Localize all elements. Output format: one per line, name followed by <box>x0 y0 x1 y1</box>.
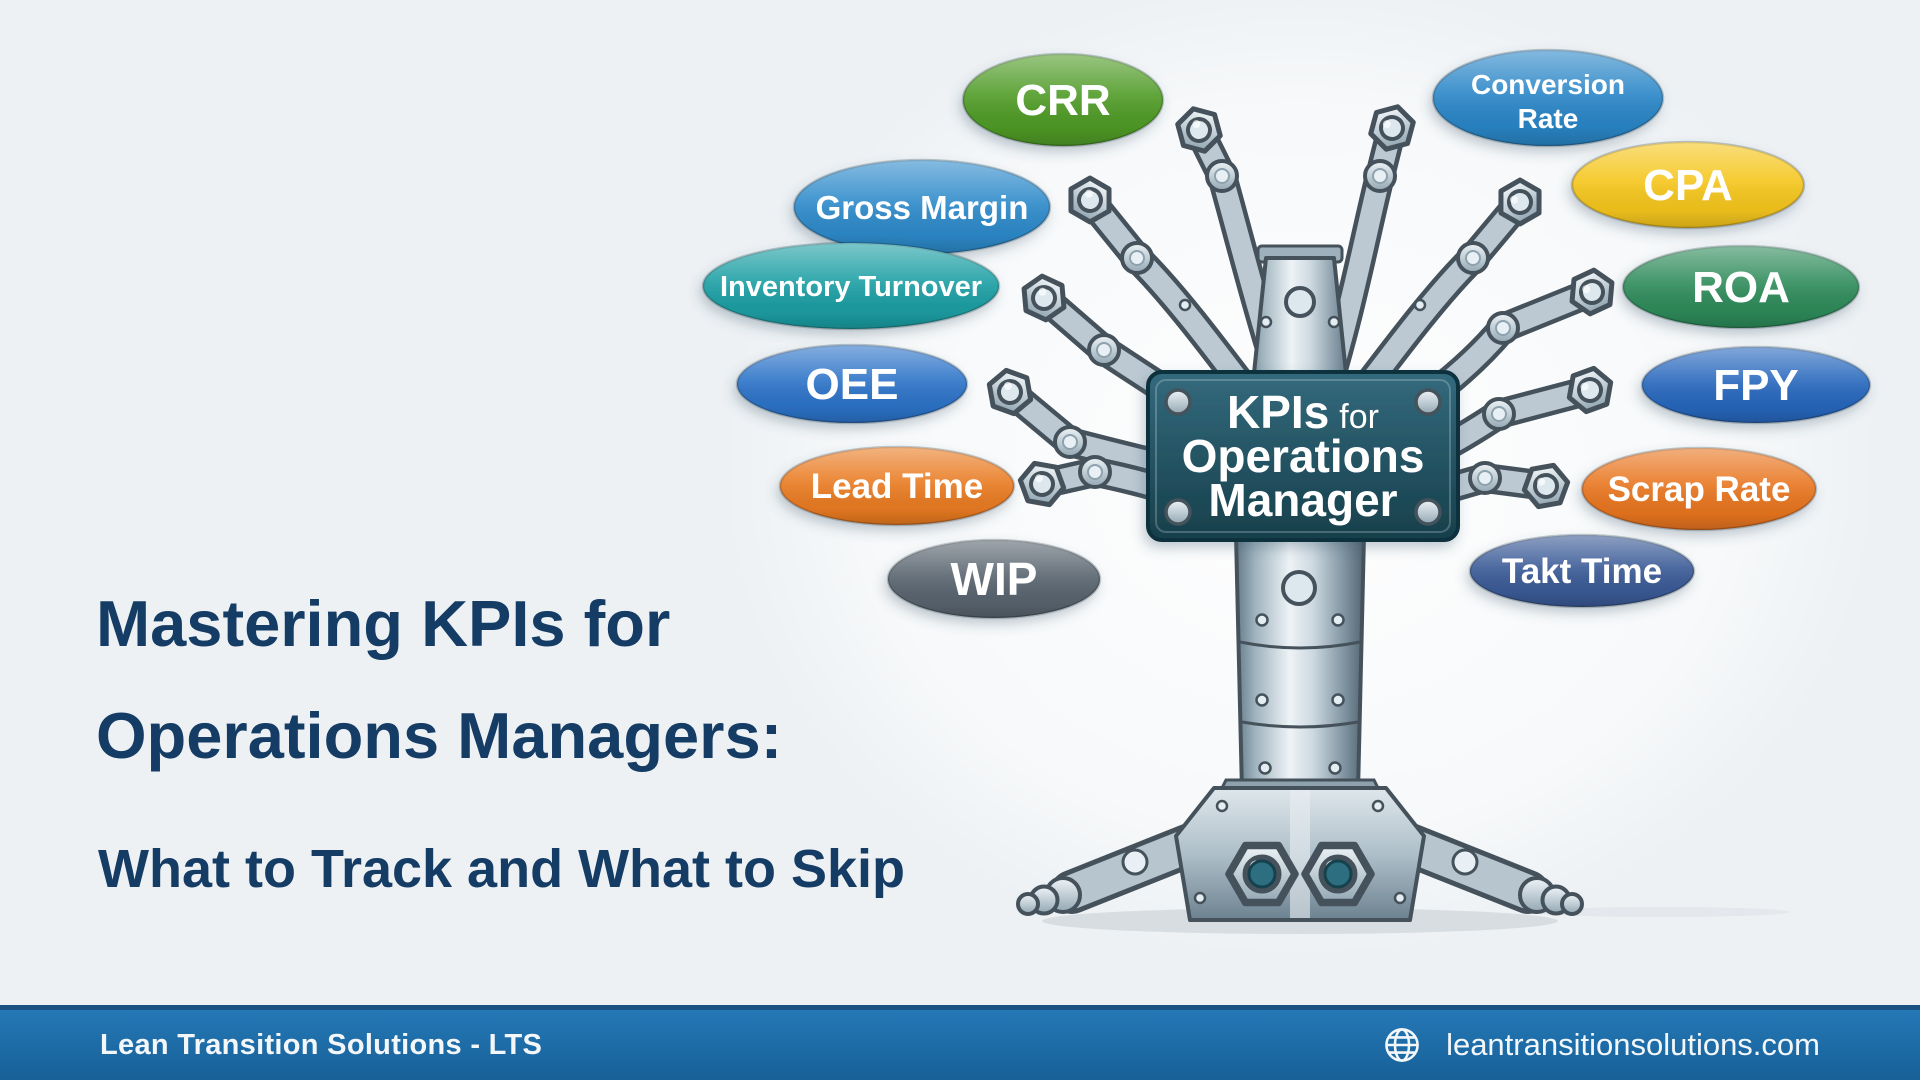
footer-bar: Lean Transition Solutions - LTS leantran… <box>0 1005 1920 1080</box>
kpi-badge-takt-time: Takt Time <box>1468 533 1696 609</box>
elbow-joint <box>1078 455 1112 489</box>
arm-rivet <box>1413 298 1427 312</box>
kpi-badge-conversion-rate: Conversion Rate <box>1431 48 1665 148</box>
elbow-joint <box>1456 241 1490 275</box>
svg-text:CRR: CRR <box>1015 76 1110 125</box>
sign-bolt-icon <box>1164 388 1192 416</box>
kpi-badge-cpa: CPA <box>1570 140 1806 230</box>
svg-text:OEE: OEE <box>806 360 899 409</box>
tree-base <box>1174 778 1426 922</box>
kpi-badge-scrap-rate: Scrap Rate <box>1580 446 1818 532</box>
svg-text:Conversion: Conversion <box>1471 69 1625 100</box>
footer-company: Lean Transition Solutions - LTS <box>100 1028 543 1061</box>
kpi-badge-gross-margin: Gross Margin <box>792 158 1052 256</box>
svg-text:ROA: ROA <box>1692 263 1790 312</box>
svg-text:FPY: FPY <box>1713 361 1799 410</box>
footer-website-group: leantransitionsolutions.com <box>1382 1025 1820 1065</box>
sign-line3: Manager <box>1208 474 1397 526</box>
arm-rivet <box>1178 298 1192 312</box>
svg-text:Gross Margin: Gross Margin <box>816 189 1029 226</box>
elbow-joint <box>1120 241 1154 275</box>
kpi-badge-inventory-turnover: Inventory Turnover <box>701 241 1001 331</box>
kpi-badge-roa: ROA <box>1621 244 1861 330</box>
page-subtitle: What to Track and What to Skip <box>98 839 906 899</box>
svg-text:Rate: Rate <box>1518 103 1579 134</box>
svg-text:Lead Time: Lead Time <box>811 467 983 506</box>
sign-bolt-icon <box>1414 498 1442 526</box>
elbow-joint <box>1087 333 1121 367</box>
elbow-joint <box>1468 461 1502 495</box>
svg-text:CPA: CPA <box>1643 161 1733 210</box>
elbow-joint <box>1363 159 1397 193</box>
svg-text:Takt Time: Takt Time <box>1502 552 1662 591</box>
ground-shadow-right <box>1530 907 1790 917</box>
kpi-badge-crr: CRR <box>961 52 1165 148</box>
kpi-badge-fpy: FPY <box>1640 345 1872 425</box>
svg-text:Inventory Turnover: Inventory Turnover <box>720 271 982 303</box>
kpi-badges: CRR Conversion Rate Gross Margin CPA <box>701 48 1872 620</box>
sign-bolt-icon <box>1414 388 1442 416</box>
elbow-joint <box>1053 425 1087 459</box>
elbow-joint <box>1482 397 1516 431</box>
globe-icon <box>1385 1028 1419 1062</box>
kpi-badge-lead-time: Lead Time <box>778 445 1016 527</box>
trunk-lower <box>1234 533 1366 794</box>
kpi-badge-wip: WIP <box>886 538 1102 620</box>
svg-text:WIP: WIP <box>951 553 1038 605</box>
elbow-joint <box>1486 311 1520 345</box>
sign-line2: Operations <box>1182 430 1425 482</box>
svg-text:Scrap Rate: Scrap Rate <box>1608 470 1791 509</box>
sign-bolt-icon <box>1164 498 1192 526</box>
kpi-badge-oee: OEE <box>735 343 969 425</box>
page-title-line2: Operations Managers: <box>96 699 783 772</box>
footer-website: leantransitionsolutions.com <box>1446 1027 1820 1062</box>
elbow-joint <box>1205 159 1239 193</box>
page-title-line1: Mastering KPIs for <box>96 587 671 660</box>
